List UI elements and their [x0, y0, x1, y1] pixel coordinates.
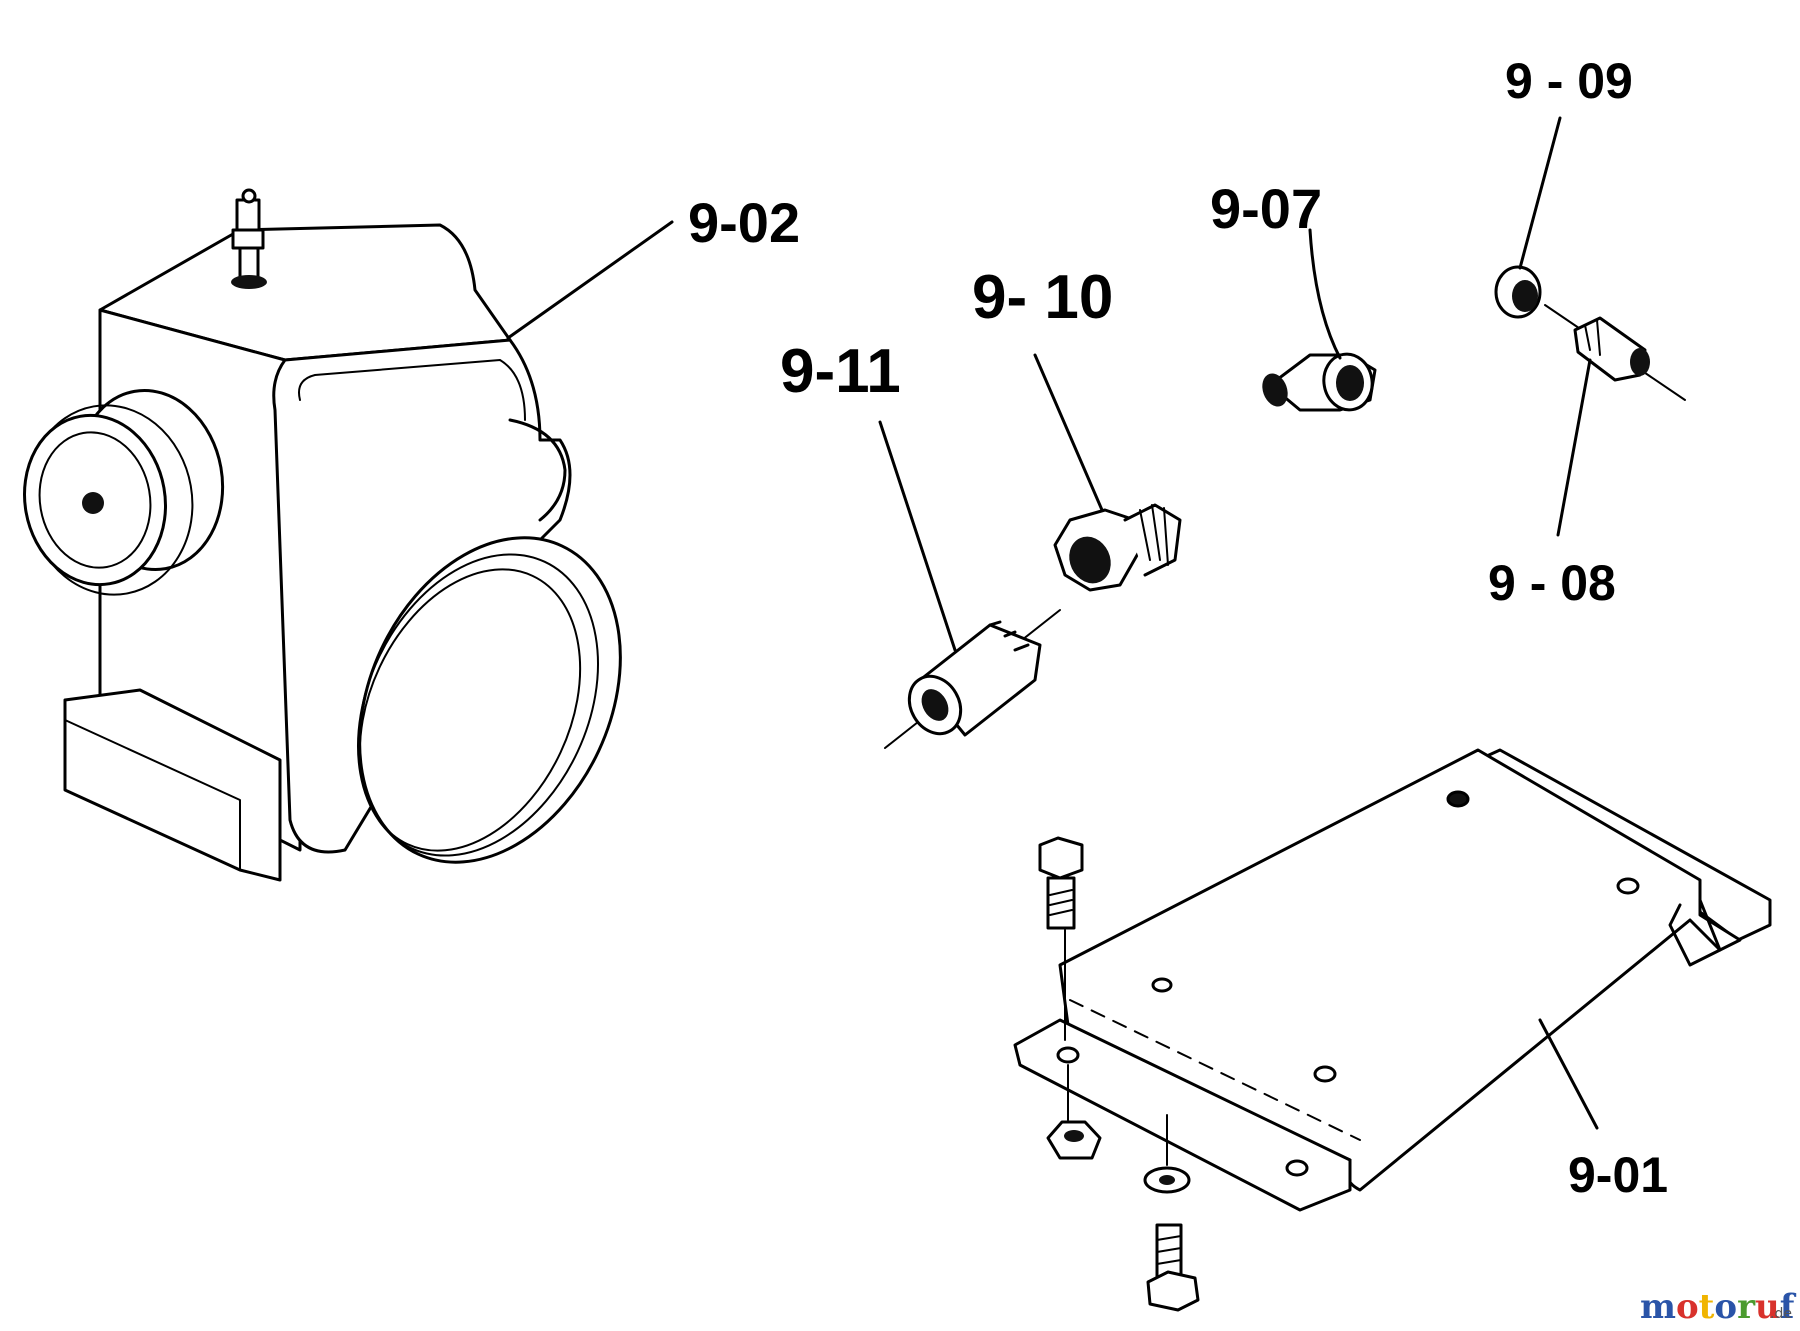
- watermark-letter: r: [1737, 1287, 1756, 1327]
- label-9-10: 9- 10: [972, 263, 1113, 332]
- watermark-letter: o: [1714, 1287, 1737, 1327]
- watermark-letter: t: [1699, 1287, 1715, 1327]
- watermark-letter: u: [1755, 1287, 1780, 1327]
- nipple-part: [1544, 304, 1686, 537]
- label-9-09: 9 - 09: [1505, 53, 1633, 109]
- watermark-suffix: .de: [1770, 1306, 1792, 1322]
- mounting-plate-part: [1013, 748, 1772, 1212]
- watermark-letter: f: [1780, 1287, 1797, 1327]
- leader-line-9-08: [1556, 358, 1592, 537]
- bolt-bottom-icon: [1146, 1223, 1200, 1312]
- sleeve-part: [878, 420, 1061, 749]
- label-9-01: 9-01: [1568, 1147, 1668, 1203]
- leader-line-9-01: [1538, 1018, 1599, 1130]
- gear-housing-part: [23, 188, 674, 882]
- leader-line-9-02: [506, 220, 674, 340]
- leader-line-9-11: [878, 420, 957, 652]
- watermark-letter: m: [1640, 1287, 1676, 1327]
- label-9-11: 9-11: [780, 337, 901, 406]
- label-9-02: 9-02: [688, 191, 800, 254]
- nut-icon: [1046, 1064, 1102, 1160]
- leader-line-9-10: [1033, 353, 1104, 512]
- leader-line-9-09: [1518, 116, 1562, 270]
- cap-part: [1494, 116, 1562, 319]
- grease-nipple-icon: [231, 188, 267, 289]
- union-nut-part: [1033, 353, 1182, 592]
- bolt-icon: [1038, 836, 1084, 1041]
- label-9-07: 9-07: [1210, 177, 1322, 240]
- leader-line-9-07: [1308, 228, 1342, 360]
- label-9-08: 9 - 08: [1488, 555, 1616, 611]
- watermark-logo: motoruf .de: [1640, 1287, 1797, 1327]
- watermark-letter: o: [1676, 1287, 1699, 1327]
- elbow-fitting-part: [1262, 228, 1377, 412]
- washer-icon: [1143, 1114, 1191, 1194]
- watermark-text: motoruf: [1640, 1287, 1797, 1327]
